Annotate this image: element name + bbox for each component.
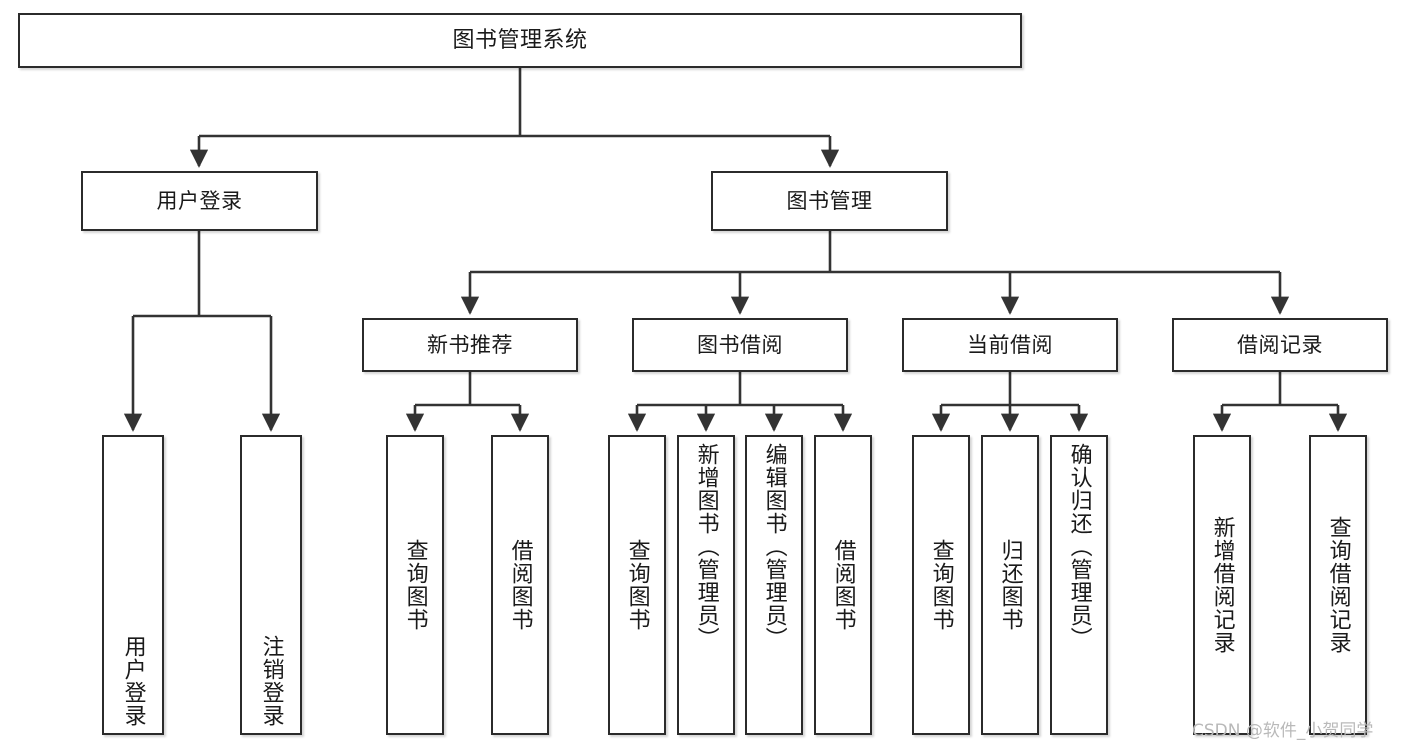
leaf-logout-label: 注销登录 xyxy=(258,635,284,727)
leaf-bb-borrow-book-label: 借阅图书 xyxy=(830,539,856,631)
leaf-bb-add-book-admin-label: 新增图书（管理员） xyxy=(693,443,719,650)
node-root-label: 图书管理系统 xyxy=(452,27,588,53)
node-root[interactable]: 图书管理系统 xyxy=(18,13,1022,68)
node-borrow-record-label: 借阅记录 xyxy=(1237,332,1323,357)
leaf-br-query-record-label: 查询借阅记录 xyxy=(1325,516,1351,654)
node-borrow-record[interactable]: 借阅记录 xyxy=(1172,318,1388,372)
leaf-cb-return-book-label: 归还图书 xyxy=(997,539,1023,631)
node-book-borrow[interactable]: 图书借阅 xyxy=(632,318,848,372)
node-book-borrow-label: 图书借阅 xyxy=(697,332,783,357)
leaf-logout[interactable]: 注销登录 xyxy=(240,435,302,735)
leaf-nb-query-book[interactable]: 查询图书 xyxy=(386,435,444,735)
leaf-cb-query-book-label: 查询图书 xyxy=(928,539,954,631)
leaf-user-login[interactable]: 用户登录 xyxy=(102,435,164,735)
node-book-management[interactable]: 图书管理 xyxy=(711,171,948,231)
leaf-nb-query-book-label: 查询图书 xyxy=(402,539,428,631)
node-current-borrow[interactable]: 当前借阅 xyxy=(902,318,1118,372)
leaf-bb-query-book[interactable]: 查询图书 xyxy=(608,435,666,735)
leaf-br-add-record-label: 新增借阅记录 xyxy=(1209,516,1235,654)
leaf-cb-confirm-return-admin-label: 确认归还（管理员） xyxy=(1066,443,1092,650)
leaf-bb-edit-book-admin-label: 编辑图书（管理员） xyxy=(761,443,787,650)
node-book-management-label: 图书管理 xyxy=(786,188,873,213)
leaf-bb-edit-book-admin[interactable]: 编辑图书（管理员） xyxy=(745,435,803,735)
leaf-cb-query-book[interactable]: 查询图书 xyxy=(912,435,970,735)
leaf-br-query-record[interactable]: 查询借阅记录 xyxy=(1309,435,1367,735)
node-user-login-label: 用户登录 xyxy=(156,188,243,213)
node-current-borrow-label: 当前借阅 xyxy=(967,332,1053,357)
node-new-book-recommend-label: 新书推荐 xyxy=(427,332,513,357)
leaf-cb-confirm-return-admin[interactable]: 确认归还（管理员） xyxy=(1050,435,1108,735)
leaf-bb-borrow-book[interactable]: 借阅图书 xyxy=(814,435,872,735)
csdn-watermark: CSDN @软件_小贺同学 xyxy=(1192,721,1374,741)
leaf-cb-return-book[interactable]: 归还图书 xyxy=(981,435,1039,735)
leaf-bb-query-book-label: 查询图书 xyxy=(624,539,650,631)
node-new-book-recommend[interactable]: 新书推荐 xyxy=(362,318,578,372)
leaf-user-login-label: 用户登录 xyxy=(120,635,146,727)
leaf-br-add-record[interactable]: 新增借阅记录 xyxy=(1193,435,1251,735)
leaf-bb-add-book-admin[interactable]: 新增图书（管理员） xyxy=(677,435,735,735)
leaf-nb-borrow-book[interactable]: 借阅图书 xyxy=(491,435,549,735)
leaf-nb-borrow-book-label: 借阅图书 xyxy=(507,539,533,631)
node-user-login[interactable]: 用户登录 xyxy=(81,171,318,231)
